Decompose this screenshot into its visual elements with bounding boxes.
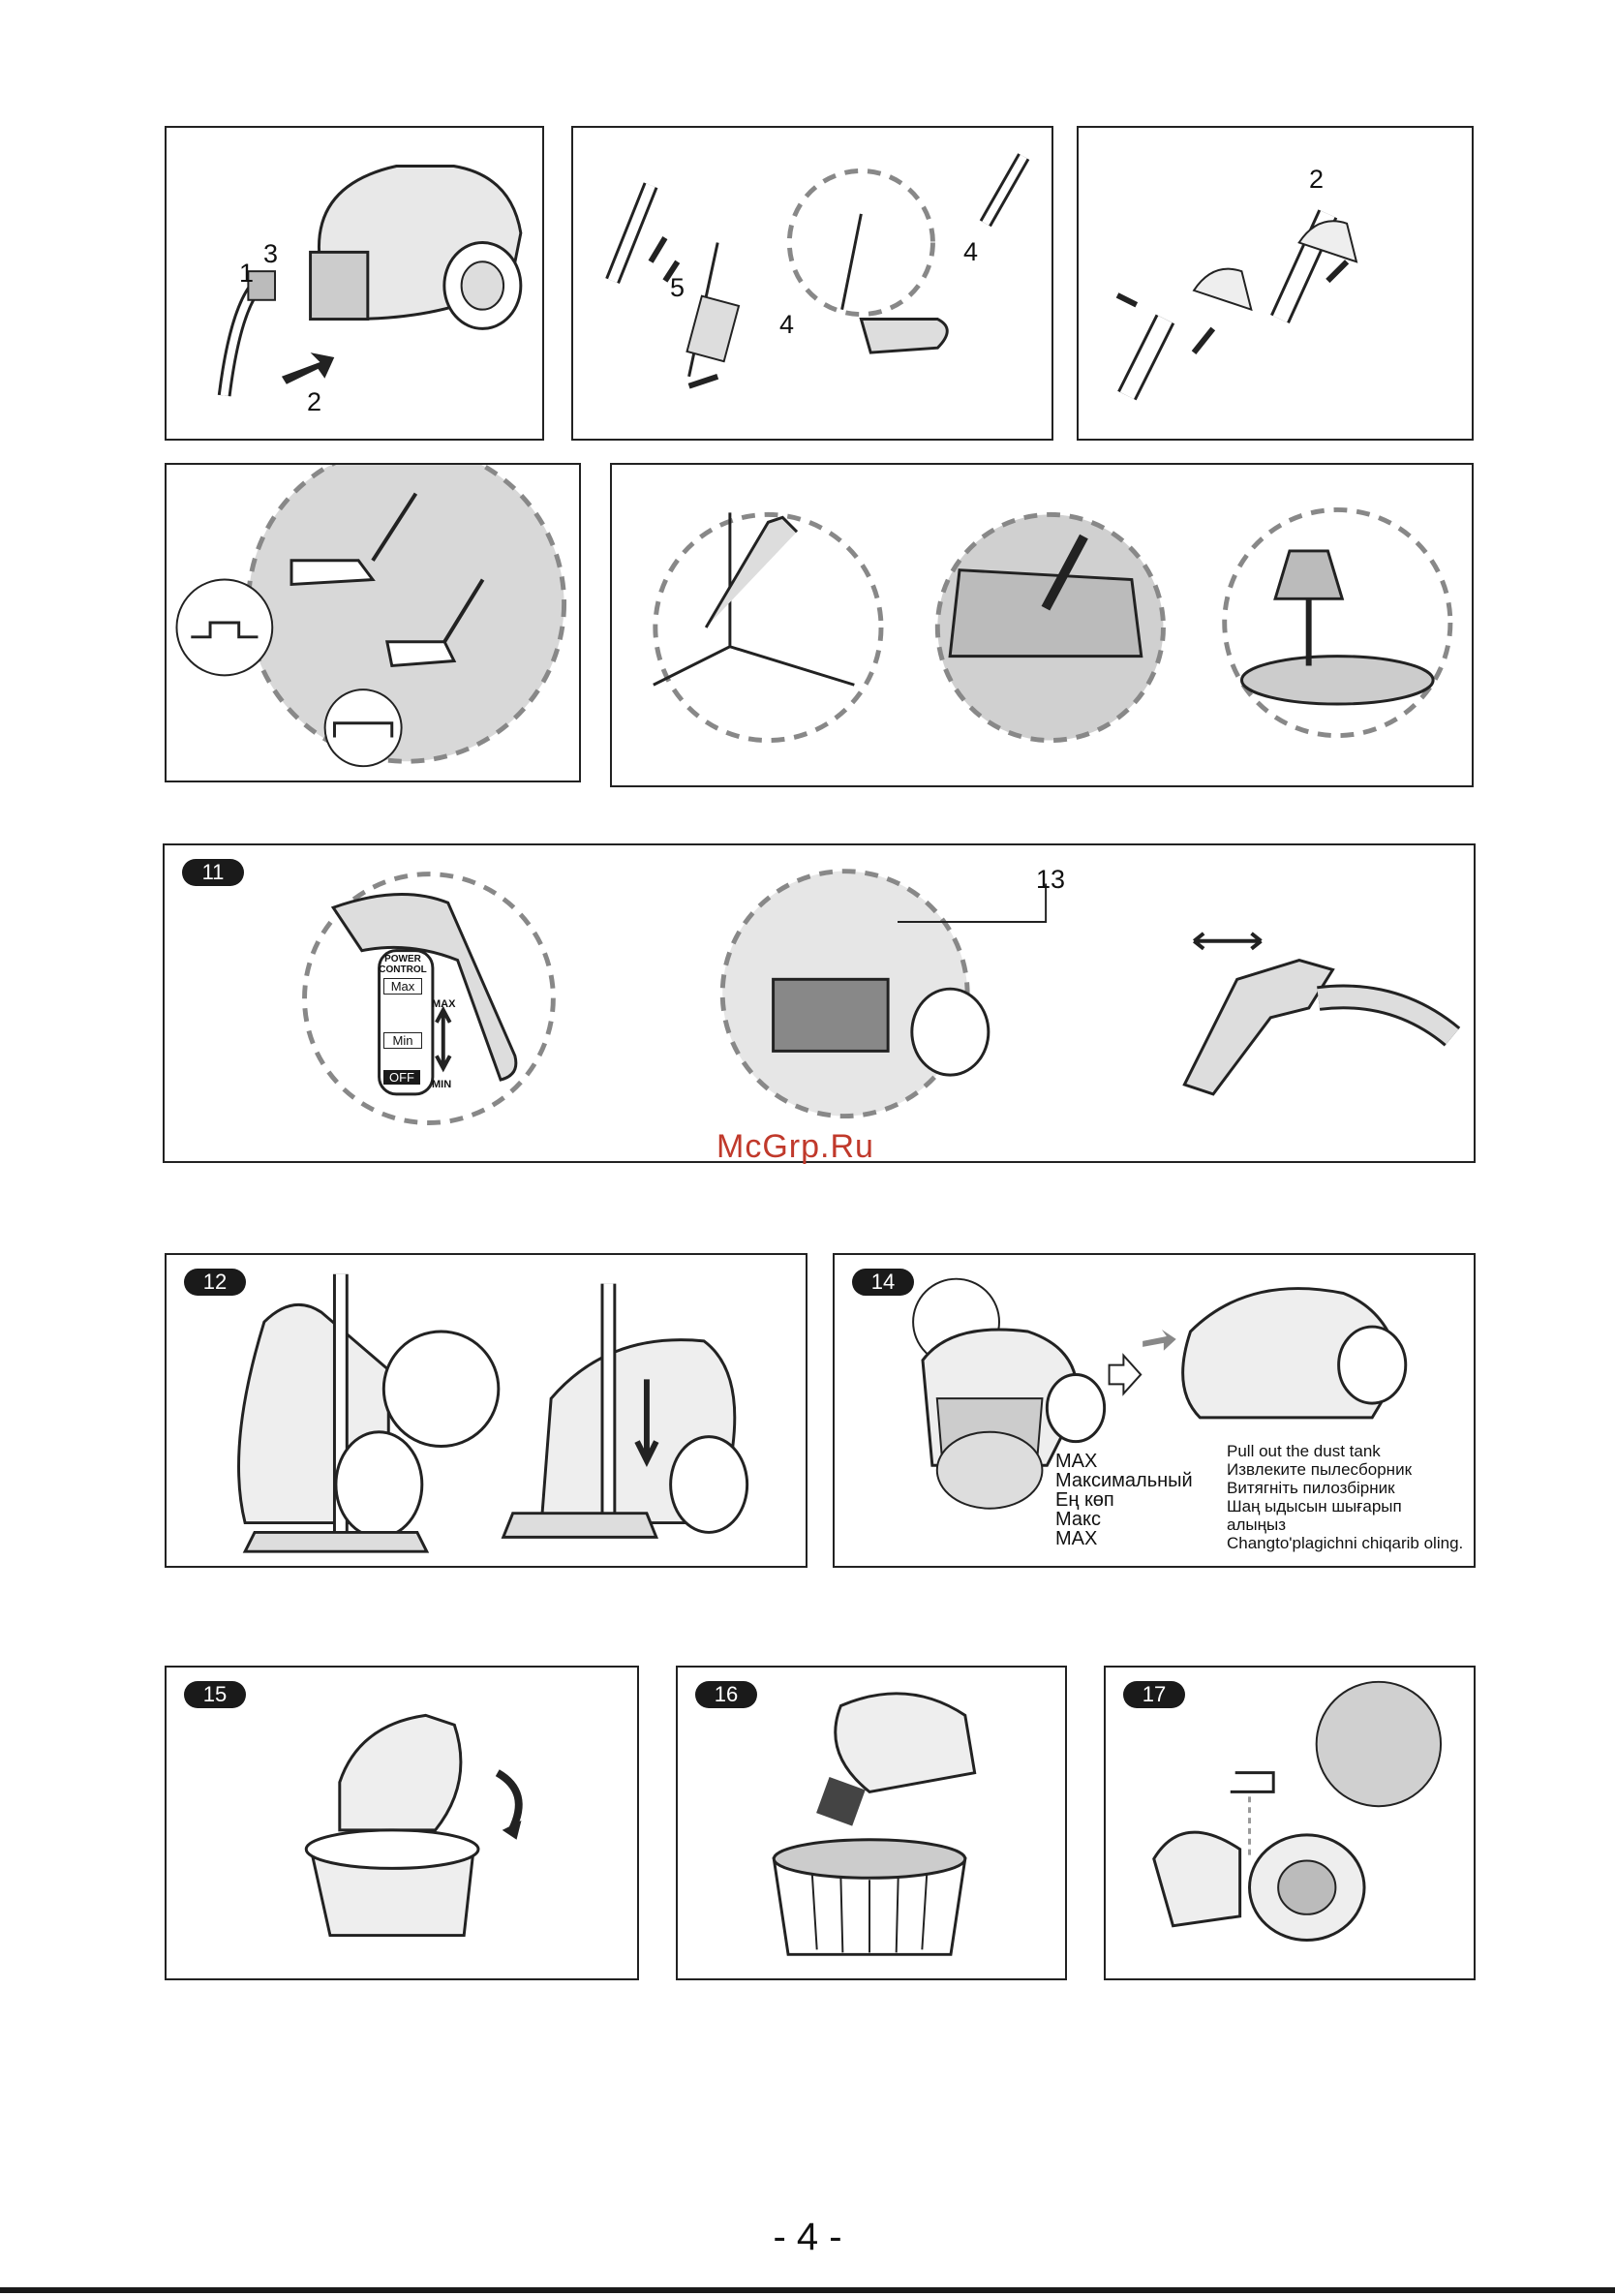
max-label-2: Максимальный	[1055, 1471, 1193, 1490]
callout-2: 2	[1309, 165, 1324, 195]
empty-dust-illustration	[678, 1668, 1065, 1978]
callout-2: 2	[307, 387, 321, 417]
vacuum-hose-connect-illustration	[167, 128, 542, 439]
off-setting-box: OFF	[383, 1070, 420, 1085]
min-arrow-label: MIN	[432, 1079, 451, 1090]
panel-12: 12	[165, 1253, 808, 1568]
callout-13: 13	[1036, 865, 1065, 895]
panel-14: 14 MAX Максимальный Ең көп Макс MAX Pull…	[833, 1253, 1476, 1568]
open-dust-tank-illustration	[167, 1668, 637, 1978]
power-control-illustration	[165, 845, 1474, 1161]
panel-17: 17	[1104, 1666, 1476, 1980]
tube-connect-illustration	[1079, 128, 1472, 439]
callout-4b: 4	[963, 237, 978, 267]
panel-attachments: 5 4 4	[571, 126, 1053, 441]
callout-1: 1	[239, 259, 254, 289]
bottom-rule	[0, 2287, 1615, 2293]
max-level-labels: MAX Максимальный Ең көп Макс MAX	[1055, 1452, 1193, 1548]
panel-hose-connect: 1 3 2	[165, 126, 544, 441]
wash-dust-tank-illustration	[1106, 1668, 1474, 1978]
instruction-uz: Changto'plagichni chiqarib oling.	[1227, 1534, 1463, 1552]
panel-tube-connect: 2	[1077, 126, 1474, 441]
max-label-5: MAX	[1055, 1529, 1193, 1548]
callout-3: 3	[263, 239, 278, 269]
power-control-title: POWER CONTROL	[376, 954, 430, 975]
watermark: McGrp.Ru	[716, 1128, 874, 1166]
floor-brush-illustration	[167, 465, 579, 781]
callout-4a: 4	[779, 310, 794, 340]
panel-11: 11 POWER CONTROL Max Min OFF MAX MIN 13	[163, 843, 1476, 1163]
callout-5: 5	[670, 273, 685, 303]
panel-floor-brush	[165, 463, 581, 782]
instruction-kk-2: алыңыз	[1227, 1515, 1463, 1534]
panel-15: 15	[165, 1666, 639, 1980]
instruction-en: Pull out the dust tank	[1227, 1442, 1463, 1460]
max-setting-box: Max	[383, 978, 422, 995]
instruction-kk-1: Шаң ыдысын шығарып	[1227, 1497, 1463, 1515]
max-label-1: MAX	[1055, 1452, 1193, 1471]
page-number: - 4 -	[0, 2216, 1615, 2259]
cleaning-uses-illustration	[612, 465, 1472, 785]
panel-cleaning-uses	[610, 463, 1474, 787]
max-label-4: Макс	[1055, 1510, 1193, 1529]
max-arrow-label: MAX	[432, 998, 455, 1010]
max-label-3: Ең көп	[1055, 1490, 1193, 1510]
panel-16: 16	[676, 1666, 1067, 1980]
instruction-uk: Витягніть пилозбірник	[1227, 1479, 1463, 1497]
min-setting-box: Min	[383, 1032, 422, 1049]
storage-position-illustration	[167, 1255, 806, 1566]
instruction-ru: Извлеките пылесборник	[1227, 1460, 1463, 1479]
dust-tank-instructions: Pull out the dust tank Извлеките пылесбо…	[1227, 1442, 1463, 1552]
attachments-illustration	[573, 128, 1051, 439]
